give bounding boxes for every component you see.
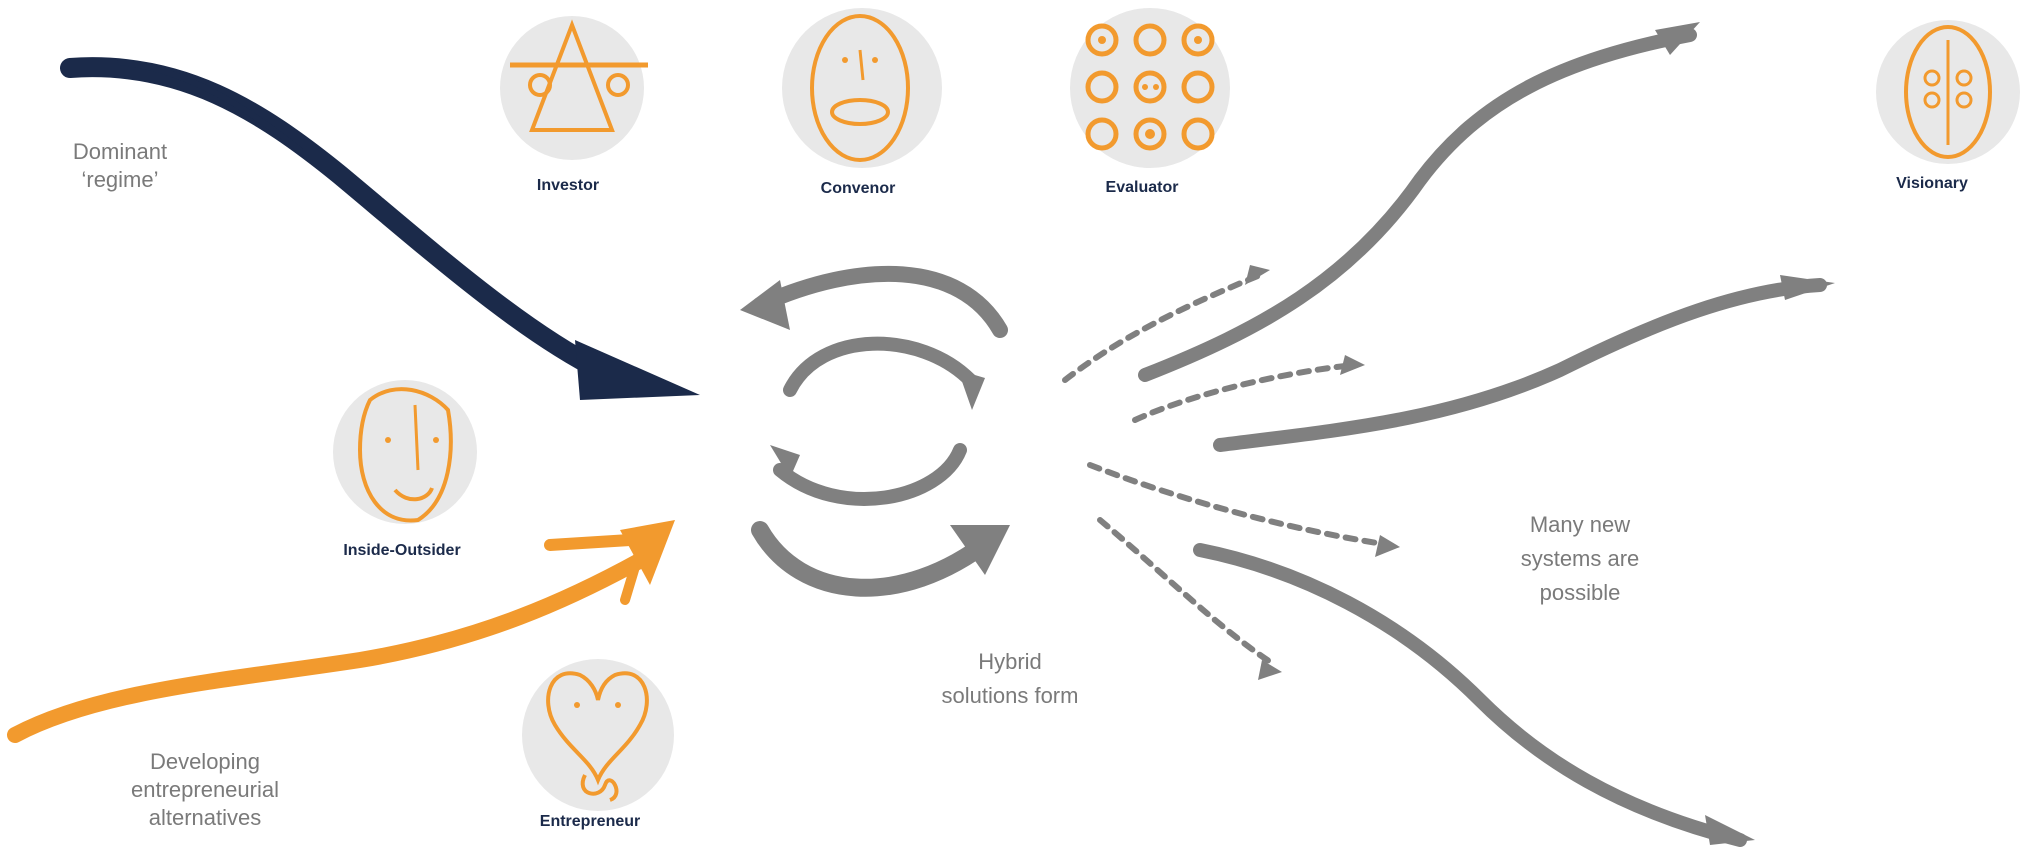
many-line-3: possible [1539,580,1621,605]
entrepreneurial-arrow [7,520,675,743]
developing-line-1: Developing [149,749,261,774]
visionary-icon [1876,20,2020,164]
evaluator-caption: Evaluator [1105,179,1179,196]
hybrid-solutions-label: Hybrid solutions form [895,645,1125,713]
dashed-possibility-arrows [1062,272,1393,668]
hybrid-cycle-arrows [740,265,1010,597]
entrepreneur-caption: Entrepreneur [539,813,641,830]
hybrid-line-2: solutions form [941,683,1079,708]
investor-icon [500,16,648,160]
inside-outsider-caption: Inside-Outsider [343,542,461,559]
convenor-caption: Convenor [820,180,896,197]
solid-outgoing-arrows [1138,28,1827,847]
visionary-caption: Visionary [1896,175,1968,192]
dominant-line-2: ‘regime’ [81,167,159,192]
many-line-1: Many new [1529,512,1631,537]
entrepreneur-icon [522,659,674,811]
hybrid-line-1: Hybrid [978,649,1042,674]
many-line-2: systems are [1520,546,1640,571]
developing-line-3: alternatives [148,805,262,830]
developing-line-2: entrepreneurial [131,777,279,802]
many-systems-label: Many new systems are possible [1470,508,1690,610]
convenor-icon [782,8,942,168]
dominant-line-1: Dominant [72,139,168,164]
inside-outsider-icon [333,380,477,524]
solid-arrowheads [1655,22,1835,845]
dashed-arrowheads [1245,265,1400,680]
dominant-regime-arrow [60,57,700,400]
developing-alternatives-label: Developing entrepreneurial alternatives [95,748,315,832]
evaluator-icon [1070,8,1230,168]
investor-caption: Investor [536,177,600,194]
dominant-regime-label: Dominant ‘regime’ [40,135,200,197]
